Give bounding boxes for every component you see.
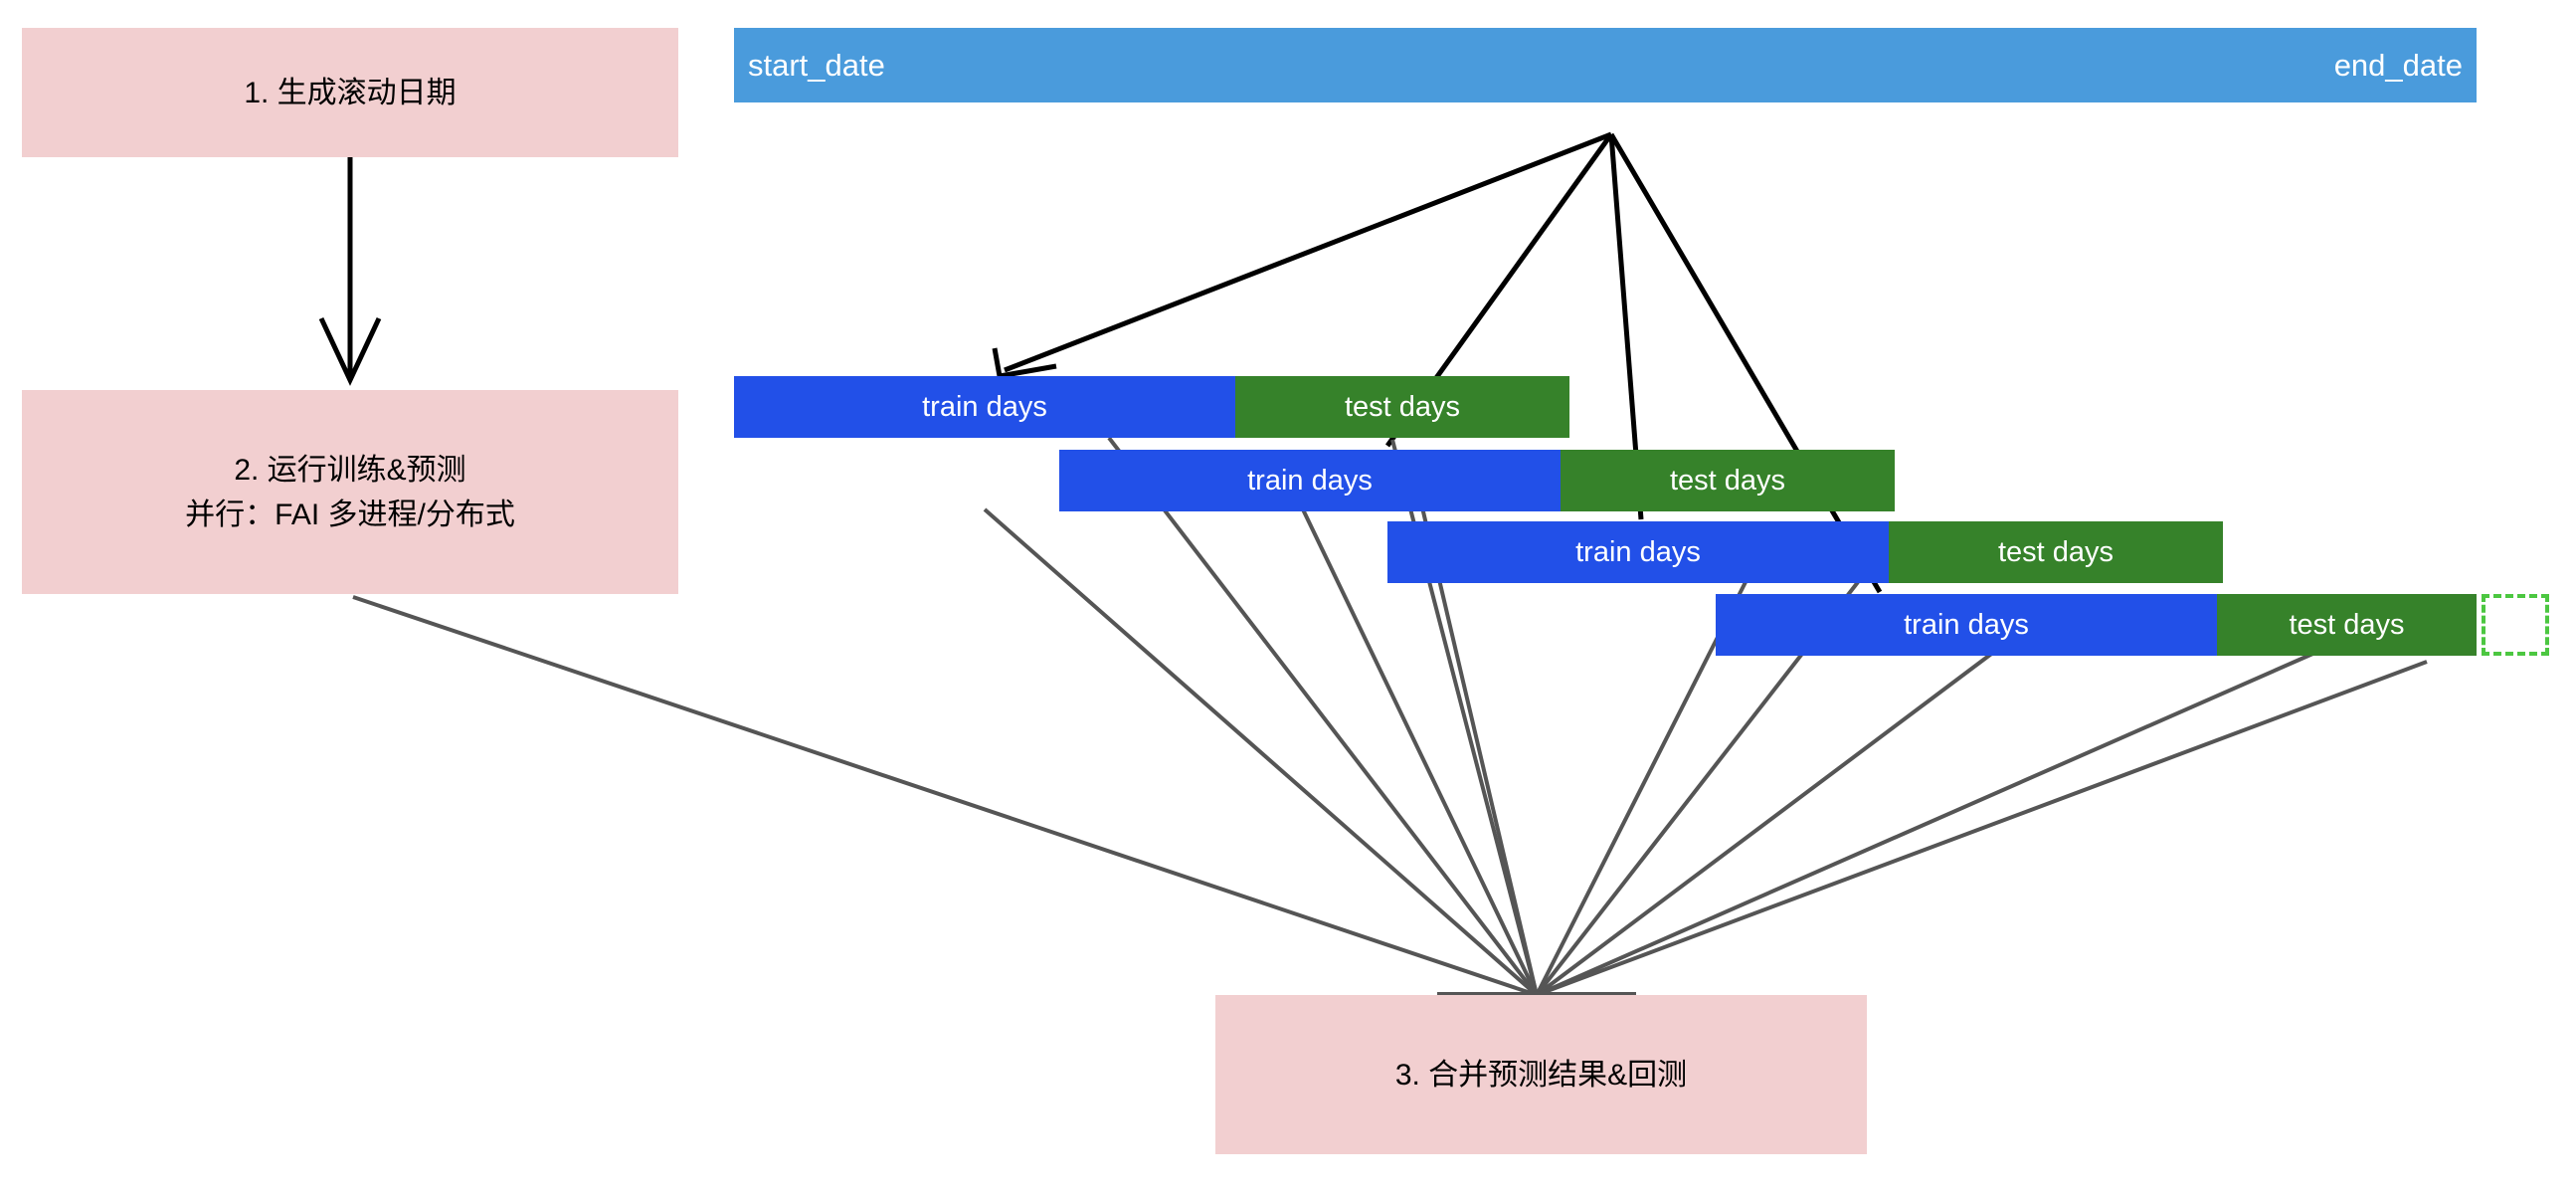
timeline-bar[interactable]: start_date end_date: [734, 28, 2477, 102]
fold-row-3: train days test days: [1387, 521, 2382, 583]
step-1-label: 1. 生成滚动日期: [244, 76, 457, 109]
fold-row-4: train days test days: [1716, 594, 2576, 656]
fold-3-train-segment[interactable]: train days: [1387, 521, 1889, 583]
step-2-label-line-2: 并行：FAI 多进程/分布式: [185, 498, 515, 531]
fold-2-train-label: train days: [1247, 464, 1373, 497]
step-3-box[interactable]: 3. 合并预测结果&回测: [1215, 995, 1867, 1154]
fold-4-test-label: test days: [2289, 608, 2405, 641]
fold-1-train-segment[interactable]: train days: [734, 376, 1235, 438]
step-1-box[interactable]: 1. 生成滚动日期: [22, 28, 678, 157]
step-2-label-line-1: 2. 运行训练&预测: [234, 453, 466, 487]
timeline-start-date-label: start_date: [748, 47, 885, 83]
fold-4-test-segment[interactable]: test days: [2217, 594, 2477, 656]
fold-3-test-segment[interactable]: test days: [1889, 521, 2223, 583]
fold-2-train-segment[interactable]: train days: [1059, 450, 1561, 511]
arrow-step1-to-step2: [318, 157, 382, 386]
fold-1-test-segment[interactable]: test days: [1235, 376, 1569, 438]
step-2-box[interactable]: 2. 运行训练&预测 并行：FAI 多进程/分布式: [22, 390, 678, 594]
fold-1-train-label: train days: [922, 390, 1047, 423]
fold-2-test-label: test days: [1669, 464, 1786, 497]
fold-4-ghost-window: [2482, 594, 2549, 656]
fold-3-train-label: train days: [1575, 535, 1701, 568]
fold-row-1: train days test days: [734, 376, 1729, 438]
fold-3-test-label: test days: [1997, 535, 2115, 568]
fold-4-train-label: train days: [1904, 608, 2029, 641]
timeline-end-date-label: end_date: [2333, 47, 2463, 83]
fold-2-test-segment[interactable]: test days: [1561, 450, 1895, 511]
step-3-label: 3. 合并预测结果&回测: [1394, 1058, 1688, 1092]
fold-4-train-segment[interactable]: train days: [1716, 594, 2217, 656]
fold-row-2: train days test days: [1059, 450, 2054, 511]
fold-1-test-label: test days: [1344, 390, 1461, 423]
